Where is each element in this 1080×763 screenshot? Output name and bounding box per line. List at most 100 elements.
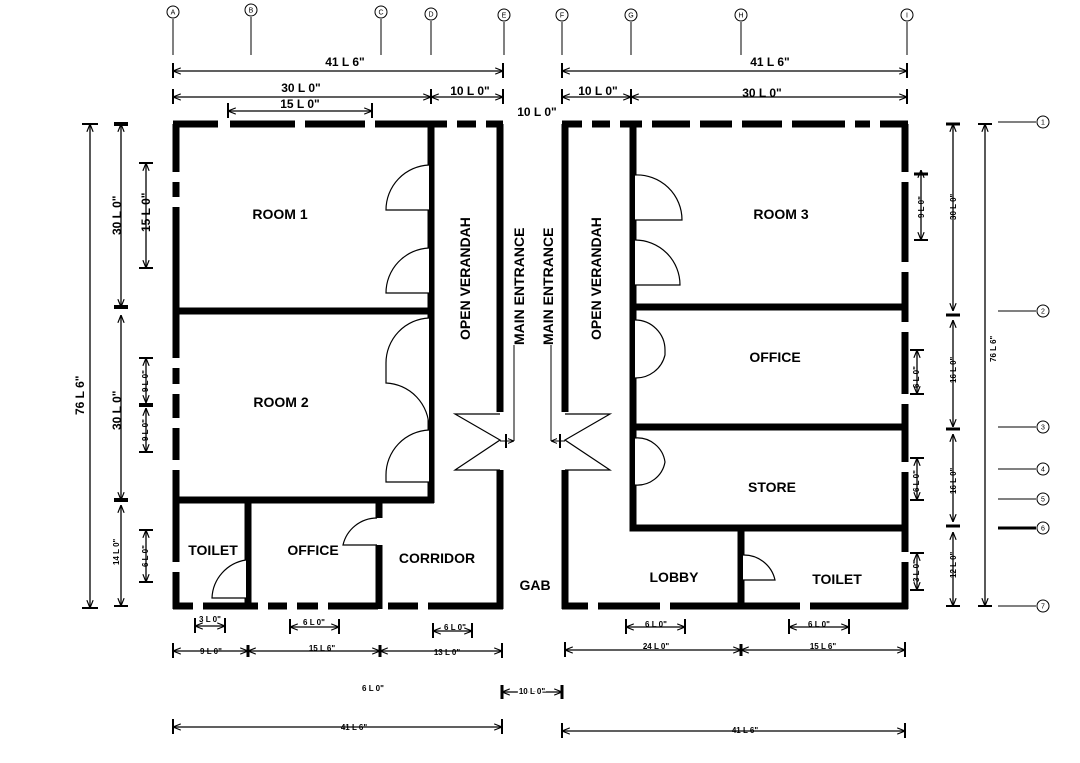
dim-top-gap: 10 L 0" [517, 105, 557, 119]
dim-right-9: 9 L 0" [917, 196, 926, 218]
door-office-right [634, 319, 666, 379]
svg-text:5: 5 [1041, 497, 1045, 504]
dim-top-right-total: 41 L 6" [750, 55, 790, 69]
dim-right-6a: 6 L 0" [912, 366, 921, 388]
dim-bot-6a: 6 L 0" [303, 618, 325, 627]
dim-bot-15b: 15 L 6" [810, 642, 837, 651]
grid-rows: 1 2 3 4 5 6 7 [998, 115, 1050, 613]
dim-bot-6b: 6 L 0" [444, 623, 466, 632]
grid-bubble-d: D [424, 7, 438, 55]
grid-bubble-g: G [624, 8, 638, 55]
dim-bot-6r1: 6 L 0" [645, 620, 667, 629]
grid-bubble-4: 4 [998, 462, 1050, 476]
grid-bubble-6: 6 [998, 521, 1050, 535]
dim-right-30: 30 L 0" [949, 193, 958, 220]
door-room1-b [385, 247, 430, 294]
right-building-walls [561, 120, 909, 610]
label-verandah-right: OPEN VERANDAH [588, 217, 604, 340]
dim-bot-13: 13 L 0" [434, 648, 461, 657]
grid-bubble-3: 3 [998, 420, 1050, 434]
label-toilet-right: TOILET [812, 571, 862, 587]
grid-bubble-a: A [166, 5, 180, 55]
dim-left-15: 15 L 0" [139, 193, 153, 233]
dim-right-12: 12 L 0" [949, 551, 958, 578]
grid-columns: A B C D E F G H I [166, 3, 914, 55]
door-room3-b [634, 239, 681, 286]
dim-right-3: 3 L 0" [912, 560, 921, 582]
svg-text:I: I [906, 13, 908, 20]
top-dimensions: 41 L 6" 30 L 0" 10 L 0" 15 L 0" 10 L 0" … [172, 55, 908, 119]
svg-text:3: 3 [1041, 425, 1045, 432]
svg-text:H: H [738, 13, 743, 20]
main-entrance-door-left [452, 413, 502, 471]
grid-bubble-b: B [244, 3, 258, 55]
dim-left-total: 76 L 6" [73, 376, 87, 416]
label-entrance-right: MAIN ENTRANCE [540, 228, 556, 345]
grid-bubble-c: C [374, 5, 388, 55]
room-labels: ROOM 1 ROOM 2 TOILET OFFICE CORRIDOR ROO… [188, 206, 862, 593]
dim-top-left-15: 15 L 0" [280, 97, 320, 111]
dim-left-30b: 30 L 0" [110, 391, 124, 431]
svg-text:4: 4 [1041, 467, 1045, 474]
label-office-left: OFFICE [287, 542, 338, 558]
door-store [634, 437, 666, 486]
svg-text:F: F [560, 13, 564, 20]
svg-text:B: B [249, 8, 254, 15]
dim-left-30a: 30 L 0" [110, 196, 124, 236]
left-building-walls [172, 120, 504, 610]
svg-text:D: D [428, 12, 433, 19]
label-room-1: ROOM 1 [252, 206, 307, 222]
dim-left-14: 14 L 0" [112, 538, 121, 565]
label-gab: GAB [519, 577, 550, 593]
grid-bubble-h: H [734, 8, 748, 55]
svg-text:2: 2 [1041, 309, 1045, 316]
dim-left-9b: 9 L 0" [141, 419, 150, 441]
dim-right-6b: 6 L 0" [912, 470, 921, 492]
grid-bubble-7: 7 [998, 599, 1050, 613]
label-store: STORE [748, 479, 796, 495]
dim-left-6: 6 L 0" [141, 545, 150, 567]
label-lobby: LOBBY [650, 569, 700, 585]
grid-bubble-5: 5 [998, 492, 1050, 506]
dim-bot-3: 3 L 0" [199, 615, 221, 624]
svg-text:1: 1 [1041, 120, 1045, 127]
dim-left-9a: 9 L 0" [141, 370, 150, 392]
grid-bubble-f: F [555, 8, 569, 55]
svg-text:A: A [171, 10, 176, 17]
label-entrance-left: MAIN ENTRANCE [511, 228, 527, 345]
door-toilet-right [742, 554, 776, 581]
dim-top-left-10: 10 L 0" [450, 84, 490, 98]
door-room1-a [385, 164, 430, 211]
left-dimensions: 76 L 6" 30 L 0" 15 L 0" 30 L 0" 9 L 0" 9… [73, 122, 153, 609]
label-verandah-left: OPEN VERANDAH [457, 217, 473, 340]
dim-bot-left-total: 41 L 6" [341, 723, 368, 732]
main-entrance-door-right [563, 413, 613, 471]
dim-bot-24: 24 L 0" [643, 642, 670, 651]
grid-bubble-1: 1 [998, 115, 1050, 129]
grid-bubble-2: 2 [998, 304, 1050, 318]
label-office-right: OFFICE [749, 349, 800, 365]
label-corridor: CORRIDOR [399, 550, 475, 566]
grid-bubble-i: I [900, 8, 914, 55]
door-room2-a [385, 317, 430, 429]
label-room-3: ROOM 3 [753, 206, 808, 222]
svg-text:6: 6 [1041, 526, 1045, 533]
dim-bot-15a: 15 L 6" [309, 644, 336, 653]
dim-bot-right-total: 41 L 6" [732, 726, 759, 735]
dim-right-16a: 16 L 0" [949, 356, 958, 383]
svg-text:E: E [502, 13, 507, 20]
svg-text:C: C [378, 10, 383, 17]
dim-right-16b: 16 L 0" [949, 467, 958, 494]
doors [211, 164, 776, 599]
door-room3-a [634, 174, 683, 221]
right-dimensions: 9 L 0" 30 L 0" 6 L 0" 16 L 0" 6 L 0" 16 … [910, 122, 998, 607]
label-room-2: ROOM 2 [253, 394, 308, 410]
dim-bot-9: 9 L 0" [200, 647, 222, 656]
door-room2-b [385, 429, 430, 483]
dim-top-right-30: 30 L 0" [742, 86, 782, 100]
dim-bot-6r2: 6 L 0" [808, 620, 830, 629]
door-toilet-left [211, 559, 247, 599]
dim-top-right-10: 10 L 0" [578, 84, 618, 98]
door-office-left [342, 517, 378, 546]
